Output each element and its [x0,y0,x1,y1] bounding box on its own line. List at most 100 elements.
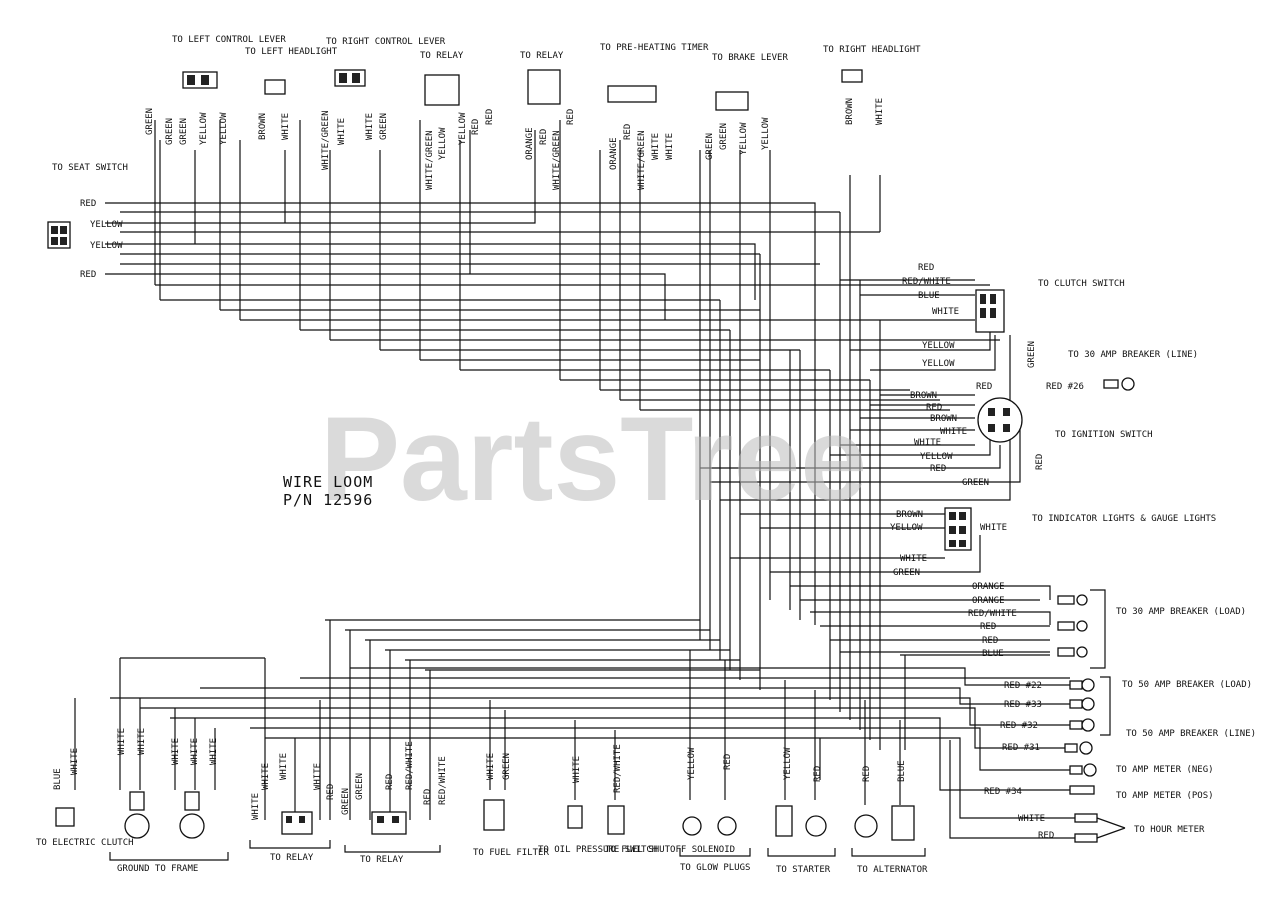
wire-label: YELLOW [922,359,955,369]
seat-switch-connector: TO SEAT SWITCH RED YELLOW YELLOW RED [47,163,128,280]
wire-label: RED [980,622,996,632]
wire-label: RED #31 [1002,743,1040,753]
svg-text:TO AMP METER (POS): TO AMP METER (POS) [1116,791,1214,801]
top-connector-relay-2: TO RELAY [520,51,564,105]
ignition-switch-connector: TO IGNITION SWITCH RED BROWN RED BROWN W… [910,382,1153,488]
wire-label: WHITE/GREEN [425,130,435,190]
svg-text:TO LEFT HEADLIGHT: TO LEFT HEADLIGHT [245,47,338,57]
wire-label: RED [918,263,934,273]
wire-label: GREEN [145,108,155,135]
amp-meter-pos-connector: TO AMP METER (POS) RED #34 [984,785,1214,801]
wire-label: ORANGE [972,596,1005,606]
svg-text:TO HOUR METER: TO HOUR METER [1134,825,1205,835]
wire-label: YELLOW [890,523,923,533]
wire-label: RED/WHITE [902,277,951,287]
wire-label: RED/WHITE [405,741,415,790]
wire-label: ORANGE [609,137,619,170]
wire-label: GREEN [379,113,389,140]
svg-text:TO RELAY: TO RELAY [360,855,404,865]
wire-label: WHITE [932,307,959,317]
wire-label: BLUE [897,760,907,782]
wire-label: GREEN [341,788,351,815]
wire-label: RED/WHITE [613,744,623,793]
bottom-connector-glow-plugs: YELLOW RED TO GLOW PLUGS [679,747,751,873]
wire-label: RED #26 [1046,382,1084,392]
wire-label: WHITE [486,753,496,780]
wire-label: GREEN [705,133,715,160]
wire-label: BROWN [845,98,855,125]
svg-text:TO ELECTRIC CLUTCH: TO ELECTRIC CLUTCH [36,838,134,848]
wire-label: BROWN [896,510,923,520]
wire-label: WHITE [1018,814,1045,824]
wire-label: YELLOW [219,112,229,145]
wire-label: RED [623,124,633,140]
wire-label: WHITE [875,98,885,125]
svg-text:TO CLUTCH SWITCH: TO CLUTCH SWITCH [1038,279,1125,289]
title-line1: WIRE LOOM [283,473,373,491]
wire-label: BLUE [53,768,63,790]
wire-label: RED [471,119,481,135]
wire-label: YELLOW [687,747,697,780]
wire-label: GREEN [893,568,920,578]
wire-label: WHITE/GREEN [552,130,562,190]
svg-text:TO INDICATOR LIGHTS & GAUGE LI: TO INDICATOR LIGHTS & GAUGE LIGHTS [1032,514,1216,524]
wire-label: BROWN [930,414,957,424]
breaker-50-line-connector: TO 50 AMP BREAKER (LINE) RED #31 [1002,729,1256,755]
wire-label: YELLOW [922,341,955,351]
svg-text:TO IGNITION SWITCH: TO IGNITION SWITCH [1055,430,1153,440]
bottom-connector-fuel-shutoff-solenoid: RED/WHITE TO FUEL SHUTOFF SOLENOID [605,744,735,855]
top-connector-left-headlight: TO LEFT HEADLIGHT [245,47,338,95]
wire-label: YELLOW [761,117,771,150]
svg-text:TO ALTERNATOR: TO ALTERNATOR [857,865,928,875]
clutch-switch-connector: TO CLUTCH SWITCH RED RED/WHITE BLUE WHIT… [902,263,1125,369]
wire-label: RED [862,766,872,782]
title-line2: P/N 12596 [283,491,373,509]
breaker-50-load-connector: TO 50 AMP BREAKER (LOAD) RED #22 RED #33… [1000,676,1252,736]
wire-label: YELLOW [199,112,209,145]
wire-label: RED [930,464,946,474]
wire-label: BROWN [910,391,937,401]
wire-label: RED [485,109,495,125]
wire-label: RED #22 [1004,681,1042,691]
wire-label: WHITE [279,753,289,780]
wire-label: BLUE [918,291,940,301]
wire-label: WHITE [117,728,127,755]
top-connector-brake-lever: TO BRAKE LEVER [712,53,788,111]
svg-text:TO OIL PRESSURE SWITCH: TO OIL PRESSURE SWITCH [538,845,657,855]
wire-label: WHITE [137,728,147,755]
svg-text:TO RIGHT CONTROL LEVER: TO RIGHT CONTROL LEVER [326,37,446,47]
wire-label: WHITE [190,738,200,765]
svg-text:GROUND TO FRAME: GROUND TO FRAME [117,864,198,874]
svg-text:TO 50 AMP BREAKER (LOAD): TO 50 AMP BREAKER (LOAD) [1122,680,1252,690]
wire-label: YELLOW [739,122,749,155]
svg-text:TO 30 AMP BREAKER (LINE): TO 30 AMP BREAKER (LINE) [1068,350,1198,360]
wire-label: YELLOW [90,220,123,230]
wire-label: BLUE [982,649,1004,659]
breaker-30-line-connector: TO 30 AMP BREAKER (LINE) RED #26 [1046,350,1198,392]
wire-label: GREEN [719,123,729,150]
wire-label: WHITE [261,763,271,790]
top-connector-pre-heating-timer: TO PRE-HEATING TIMER [600,43,709,103]
top-connector-right-control-lever: TO RIGHT CONTROL LEVER [326,37,446,87]
wire-label: WHITE [337,118,347,145]
wire-label: WHITE [940,427,967,437]
wire-label: RED [1035,454,1045,470]
wire-label: BROWN [258,113,268,140]
svg-text:TO RELAY: TO RELAY [420,51,464,61]
wire-label: WHITE [365,113,375,140]
bottom-connector-ground-to-frame: WHITE WHITE WHITE WHITE WHITE GROUND TO … [109,728,229,874]
wire-label: WHITE [914,438,941,448]
wire-label: WHITE [980,523,1007,533]
svg-text:TO 50 AMP BREAKER (LINE): TO 50 AMP BREAKER (LINE) [1126,729,1256,739]
amp-meter-neg-connector: TO AMP METER (NEG) [1069,763,1214,777]
wire-label: YELLOW [783,747,793,780]
svg-text:TO BRAKE LEVER: TO BRAKE LEVER [712,53,788,63]
wire-label: YELLOW [438,127,448,160]
harness-wiring [74,120,1075,839]
wire-label: WHITE [70,748,80,775]
wire-label: RED/WHITE [438,756,448,805]
bottom-connector-oil-pressure-switch: WHITE TO OIL PRESSURE SWITCH [538,756,657,855]
wire-label: WHITE/GREEN [637,130,647,190]
wire-label: RED [326,784,336,800]
wire-label: RED [566,109,576,125]
